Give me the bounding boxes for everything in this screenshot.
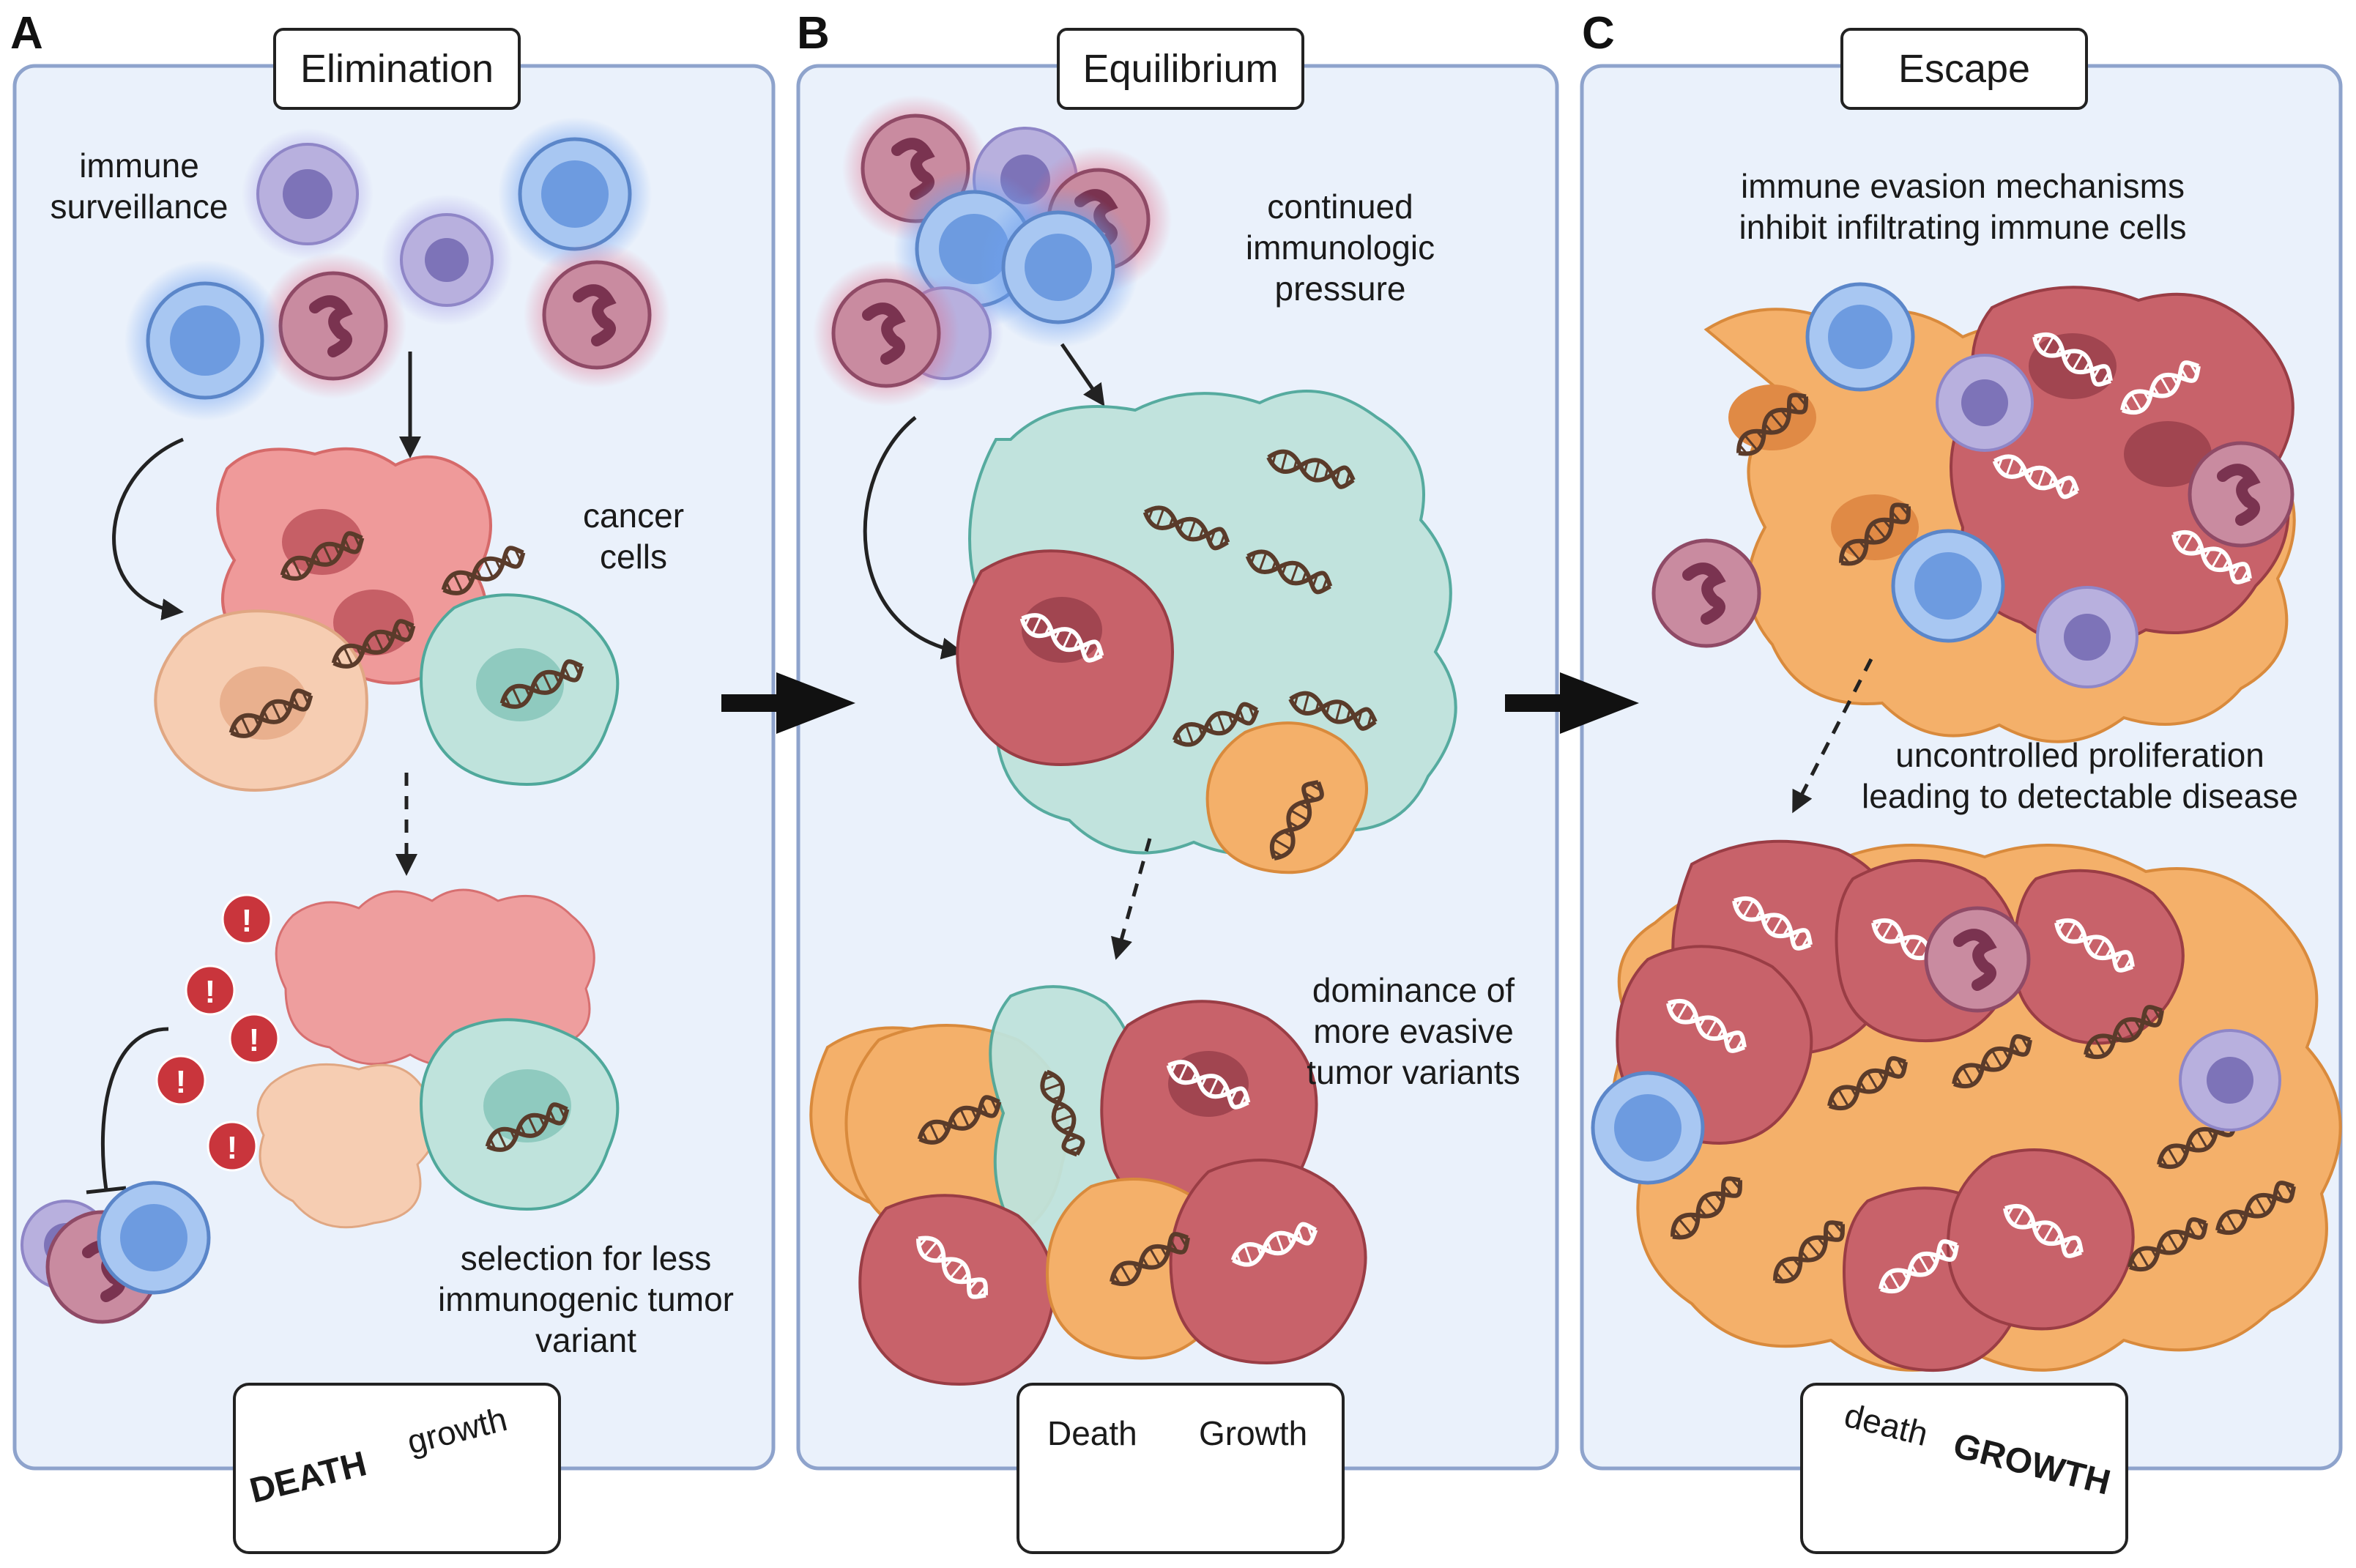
alert-icon: ! ! ! ! ! xyxy=(155,893,280,1172)
immune-cells-cluster-b xyxy=(813,95,1172,406)
scale-label-growth-b: Growth xyxy=(1199,1414,1308,1452)
scale-box-b xyxy=(1017,1383,1345,1554)
cancer-cells-cluster-a xyxy=(154,447,620,792)
svg-text:!: ! xyxy=(205,974,216,1010)
svg-text:!: ! xyxy=(176,1064,187,1100)
label-pressure: continued immunologic pressure xyxy=(1245,187,1435,308)
label-cancer-cells: cancer cells xyxy=(582,497,685,576)
arrow-curved-a xyxy=(112,437,184,620)
tumor-cluster-b xyxy=(956,390,1457,874)
svg-text:!: ! xyxy=(227,1130,238,1166)
svg-text:!: ! xyxy=(242,903,253,939)
transition-arrow-a-b xyxy=(721,672,855,734)
immune-cells-cluster-a xyxy=(125,117,670,421)
label-dominance: dominance of more evasive tumor variants xyxy=(1307,971,1520,1091)
label-proliferation: uncontrolled proliferation leading to de… xyxy=(1862,736,2298,815)
inhibition-line-a xyxy=(100,1027,169,1191)
panel-title-equilibrium: Equilibrium xyxy=(1057,28,1304,110)
arrow-curved-b xyxy=(863,416,964,660)
scale-box-c xyxy=(1800,1383,2128,1554)
tumor-cluster-c-bottom xyxy=(1591,839,2342,1372)
transition-arrow-b-c xyxy=(1505,672,1639,734)
panel-title-elimination: Elimination xyxy=(273,28,521,110)
tumor-variants-b xyxy=(809,985,1367,1386)
panel-letter-b: B xyxy=(797,8,830,59)
svg-text:!: ! xyxy=(249,1022,260,1058)
arrow-pressure-b xyxy=(1060,343,1105,406)
arrow-dashed-b xyxy=(1111,838,1152,960)
scale-label-death-b: Death xyxy=(1047,1414,1137,1452)
tumor-cluster-c-top xyxy=(1651,282,2296,743)
immune-cells-suppressed-a xyxy=(21,1181,211,1324)
dying-cells-a xyxy=(256,888,620,1229)
panel-letter-c: C xyxy=(1582,8,1615,59)
panel-letter-a: A xyxy=(10,8,43,59)
label-selection: selection for less immunogenic tumor var… xyxy=(438,1239,734,1359)
scale-box-a xyxy=(233,1383,561,1554)
arrow-dashed-c xyxy=(1792,658,1873,814)
label-immune-surveillance: immune surveillance xyxy=(50,146,228,226)
panel-title-escape: Escape xyxy=(1840,28,2088,110)
label-evasion: immune evasion mechanisms inhibit infilt… xyxy=(1739,167,2187,246)
